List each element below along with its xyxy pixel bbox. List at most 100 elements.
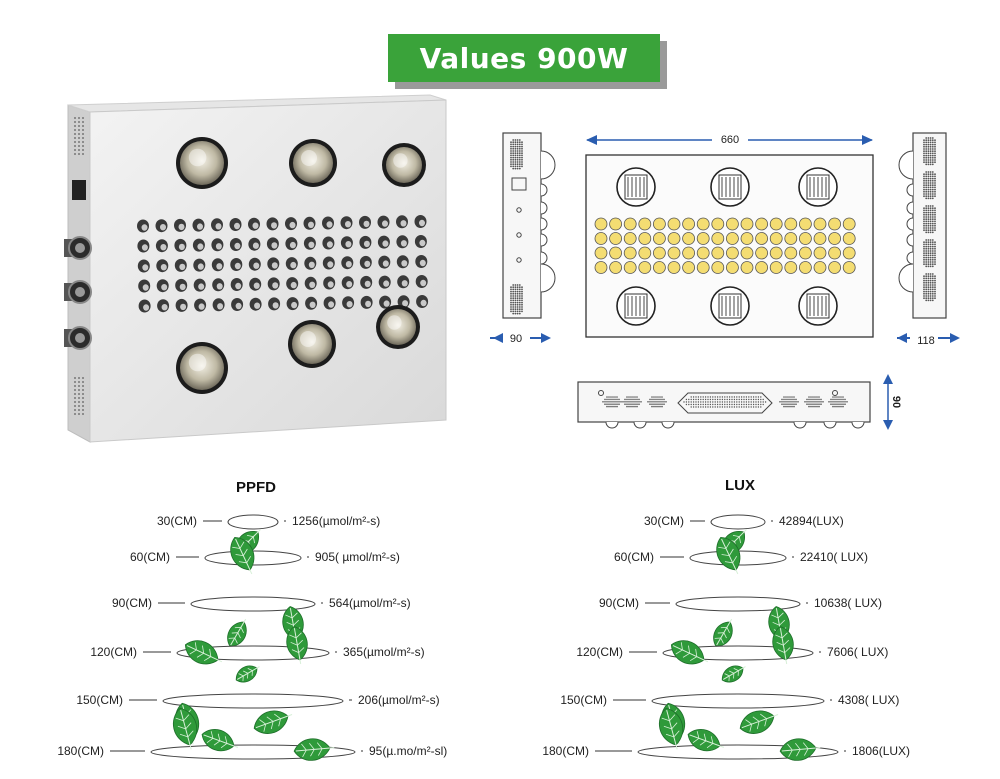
pattern-dot (923, 186, 925, 189)
light-footprint-ellipse (150, 744, 356, 760)
distance-label: 120(CM) (576, 645, 623, 659)
pattern-dot (692, 398, 695, 401)
pattern-dot (748, 403, 750, 406)
pattern-dot (931, 239, 934, 241)
pattern-dot (512, 154, 515, 157)
leaf-icon (286, 626, 308, 665)
pattern-dot (931, 188, 934, 191)
pattern-dot (931, 229, 934, 232)
led-chip (653, 246, 666, 260)
pattern-dot (616, 401, 618, 403)
pattern-dot (927, 245, 930, 248)
led-hole-inner (252, 242, 259, 249)
pattern-dot (810, 398, 812, 401)
pattern-dot (927, 197, 930, 200)
pattern-dot (651, 403, 653, 406)
dim-arrowhead (862, 135, 873, 145)
pattern-dot (795, 398, 797, 401)
pattern-dot (929, 152, 932, 155)
mount-hole (516, 257, 522, 263)
pattern-dot (510, 303, 512, 306)
title-text: Values 900W (388, 34, 660, 82)
pattern-dot (822, 401, 824, 403)
led-chip (842, 261, 856, 274)
pattern-dot (516, 286, 519, 289)
pattern-dot (927, 239, 930, 241)
pattern-dot (518, 139, 521, 141)
pattern-dot (842, 396, 844, 398)
pattern-dot (808, 405, 810, 408)
pattern-dot (736, 406, 738, 408)
pattern-dot (514, 161, 517, 163)
pattern-dot (934, 297, 936, 300)
pattern-dot (927, 222, 930, 225)
led-chip (769, 232, 783, 245)
led-chip (784, 246, 798, 260)
pattern-dot (521, 143, 523, 146)
pattern-dot (663, 403, 665, 406)
pattern-dot (934, 218, 936, 221)
pattern-dot (832, 398, 834, 401)
pattern-dot (516, 165, 519, 168)
pattern-dot (731, 403, 733, 406)
pattern-dot (925, 275, 928, 278)
led-hole-inner (289, 221, 296, 229)
pattern-dot (518, 303, 521, 306)
pattern-dot (931, 152, 934, 155)
distance-label: 60(CM) (130, 550, 170, 564)
pattern-dot (690, 406, 692, 408)
pattern-dot (726, 403, 728, 406)
leaf-icon (235, 665, 260, 683)
pattern-dot (925, 265, 928, 268)
pattern-dot (934, 154, 936, 157)
pattern-dot (934, 288, 936, 291)
led-chip (609, 217, 622, 231)
vent-dot (78, 145, 80, 147)
led-chip (828, 232, 841, 245)
pattern-dot (704, 406, 707, 408)
led-chip (799, 232, 812, 245)
pattern-dot (931, 299, 934, 302)
light-footprint-ellipse (675, 596, 801, 612)
pattern-dot (740, 398, 743, 401)
pattern-dot (832, 401, 834, 403)
pattern-dot (700, 396, 702, 398)
pattern-dot (721, 403, 724, 406)
pattern-dot (923, 295, 925, 297)
pattern-dot (925, 297, 928, 300)
pattern-dot (704, 396, 707, 398)
pattern-dot (923, 263, 925, 266)
led-hole-inner (272, 302, 279, 309)
pattern-dot (697, 403, 700, 406)
led-hole-inner (160, 264, 167, 271)
pattern-dot (927, 182, 930, 184)
pattern-dot (659, 398, 661, 401)
pattern-dot (789, 398, 791, 401)
pattern-dot (514, 143, 517, 146)
pattern-dot (690, 403, 692, 406)
pattern-dot (726, 401, 728, 403)
ppfd-distance-chart: 30(CM)1256(µmol/m²-s)60(CM)905( µmol/m²-… (57, 514, 447, 761)
pattern-dot (610, 403, 612, 406)
pattern-dot (787, 396, 789, 398)
pattern-dot (931, 141, 934, 144)
pattern-dot (665, 401, 667, 403)
vent-dot (74, 377, 76, 379)
pattern-dot (844, 398, 846, 401)
pattern-dot (925, 258, 928, 261)
pattern-dot (512, 290, 515, 293)
pattern-dot (518, 299, 521, 302)
pattern-dot (927, 211, 930, 214)
pattern-dot (704, 403, 707, 406)
pattern-dot (927, 256, 930, 259)
pattern-dot (510, 288, 512, 291)
pattern-dot (516, 301, 519, 304)
pattern-dot (514, 150, 517, 152)
pattern-dot (929, 184, 932, 187)
pattern-dot (514, 292, 517, 295)
pattern-dot (925, 143, 928, 146)
pattern-dot (755, 406, 757, 408)
led-hole-inner (216, 283, 223, 290)
pattern-dot (614, 396, 616, 398)
pattern-dot (923, 227, 925, 229)
